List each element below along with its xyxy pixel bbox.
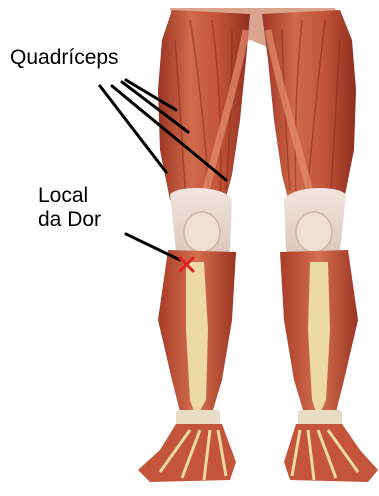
pain-leader-line	[126, 234, 180, 260]
pain-label-line-2: da Dor	[38, 208, 101, 232]
pain-label-line-1: Local	[38, 184, 101, 208]
right-patella	[296, 212, 332, 252]
pain-location-label: Local da Dor	[36, 184, 103, 231]
quadriceps-label: Quadríceps	[8, 46, 121, 70]
left-patella	[184, 212, 220, 252]
right-ankle-band	[298, 410, 342, 426]
left-ankle-band	[176, 410, 220, 426]
